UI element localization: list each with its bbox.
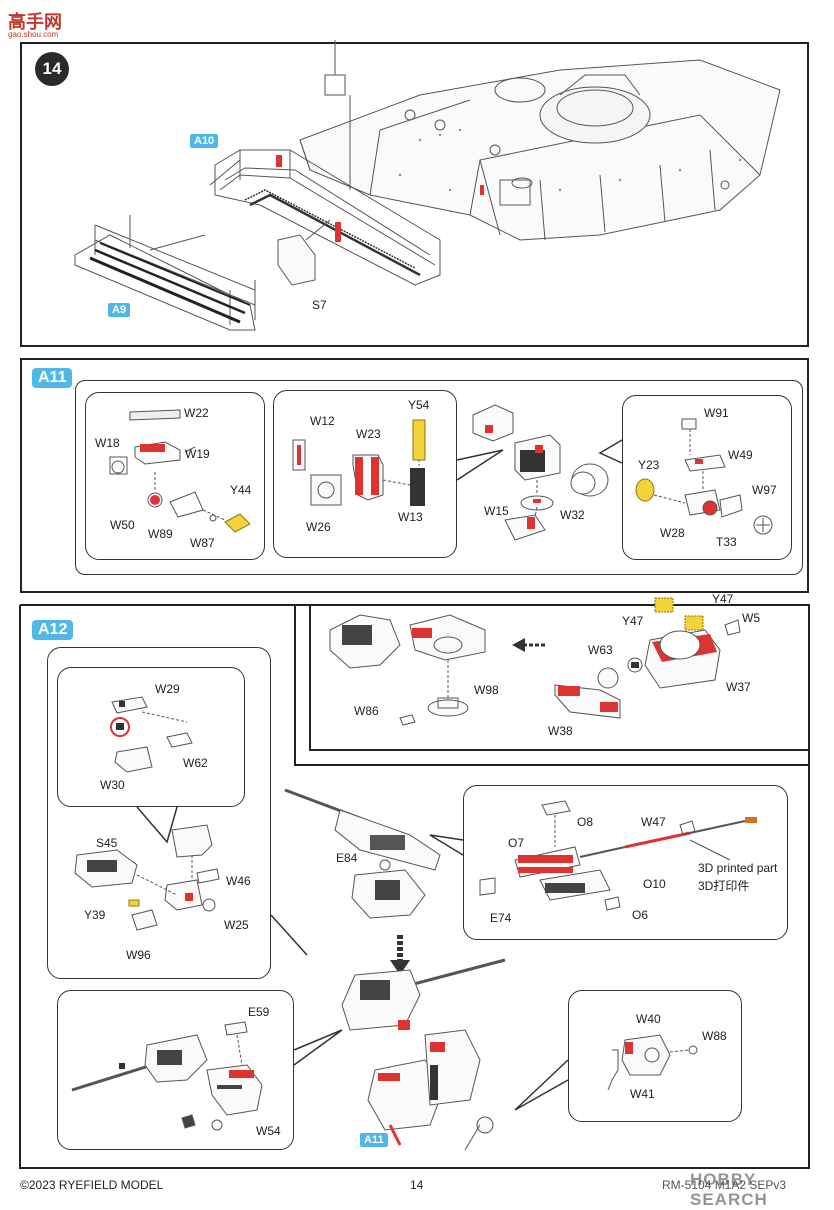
- part-label-w19: W19: [185, 447, 210, 461]
- part-label-w86: W86: [354, 704, 379, 718]
- part-label-a10: A10: [190, 134, 219, 148]
- part-label-w97: W97: [752, 483, 777, 497]
- part-label-w13: W13: [398, 510, 423, 524]
- part-label-w47: W47: [641, 815, 666, 829]
- part-label-w15: W15: [484, 504, 509, 518]
- a11-subbox-3: [622, 395, 792, 560]
- part-label-y54: Y54: [408, 398, 430, 412]
- site-logo-sub: gao.shou.com: [8, 30, 59, 39]
- step14-frame: [20, 42, 809, 347]
- part-label-w22: W22: [184, 406, 209, 420]
- a12-subbox-a: [57, 667, 245, 807]
- part-label-e84: E84: [336, 851, 358, 865]
- a12-section-tag: A12: [32, 620, 74, 640]
- tank-hull-illustration: [74, 40, 781, 331]
- part-label-a11-ref: A11: [360, 1133, 388, 1147]
- a11-mid-parts: [472, 404, 609, 541]
- a12-top-parts: [329, 597, 741, 726]
- part-label-3d-printed: 3D printed part: [698, 861, 778, 875]
- part-label-w37: W37: [726, 680, 751, 694]
- part-label-y23: Y23: [638, 458, 660, 472]
- part-label-t33: T33: [716, 535, 737, 549]
- part-label-w62: W62: [183, 756, 208, 770]
- part-label-o10: O10: [643, 877, 666, 891]
- part-label-w32: W32: [560, 508, 585, 522]
- part-label-w38: W38: [548, 724, 573, 738]
- part-label-y47b: Y47: [712, 592, 734, 606]
- part-label-y47a: Y47: [622, 614, 644, 628]
- part-label-w63: W63: [588, 643, 613, 657]
- part-label-e74: E74: [490, 911, 512, 925]
- a11-box2-parts: [292, 419, 504, 506]
- part-label-a9: A9: [108, 303, 131, 317]
- part-label-s45: S45: [96, 836, 118, 850]
- site-logo: 高手网: [8, 12, 62, 32]
- part-label-w41: W41: [630, 1087, 655, 1101]
- part-label-w46: W46: [226, 874, 251, 888]
- a12-boxc-parts: [429, 800, 757, 911]
- a11-box1-parts: [109, 409, 251, 533]
- part-label-w54: W54: [256, 1124, 281, 1138]
- a12-boxd-parts: [71, 1021, 343, 1131]
- part-label-e59: E59: [248, 1005, 270, 1019]
- part-label-w26: W26: [306, 520, 331, 534]
- part-label-w30: W30: [100, 778, 125, 792]
- a12-boxa-parts: [110, 696, 193, 844]
- part-label-w23: W23: [356, 427, 381, 441]
- footer-page-number: 14: [410, 1178, 424, 1192]
- a11-box3-parts: [598, 418, 773, 535]
- part-label-3d-printed-cn: 3D打印件: [698, 879, 750, 893]
- a11-frame: [20, 358, 809, 593]
- part-label-y39: Y39: [84, 908, 106, 922]
- part-label-y44: Y44: [230, 483, 252, 497]
- a12-center-gun: [284, 788, 506, 1151]
- part-label-w5: W5: [742, 611, 760, 625]
- footer-copyright: ©2023 RYEFIELD MODEL: [20, 1178, 164, 1192]
- part-label-o6: O6: [632, 908, 649, 922]
- part-label-w29: W29: [155, 682, 180, 696]
- part-label-w25: W25: [224, 918, 249, 932]
- part-label-s7: S7: [312, 298, 327, 312]
- a12-boxe-parts: [514, 1034, 698, 1111]
- part-label-w18: W18: [95, 436, 120, 450]
- a11-section-tag: A11: [32, 368, 73, 388]
- part-label-w88: W88: [702, 1029, 727, 1043]
- part-label-o8: O8: [577, 815, 594, 829]
- part-label-w91: W91: [704, 406, 729, 420]
- part-label-w49: W49: [728, 448, 753, 462]
- part-label-w50: W50: [110, 518, 135, 532]
- footer-watermark: HOBBY SEARCH: [690, 1170, 768, 1209]
- part-label-w98: W98: [474, 683, 499, 697]
- footer-model-code: RM-5104 M1A2 SEPv3: [662, 1178, 787, 1192]
- part-label-w28: W28: [660, 526, 685, 540]
- part-label-o7: O7: [508, 836, 525, 850]
- step-number: 14: [35, 52, 69, 86]
- part-label-w40: W40: [636, 1012, 661, 1026]
- a12-subbox-b: [47, 647, 271, 979]
- a12-boxb-parts: [74, 824, 308, 956]
- part-label-w96: W96: [126, 948, 151, 962]
- part-label-w12: W12: [310, 414, 335, 428]
- part-label-w87: W87: [190, 536, 215, 550]
- part-label-w89: W89: [148, 527, 173, 541]
